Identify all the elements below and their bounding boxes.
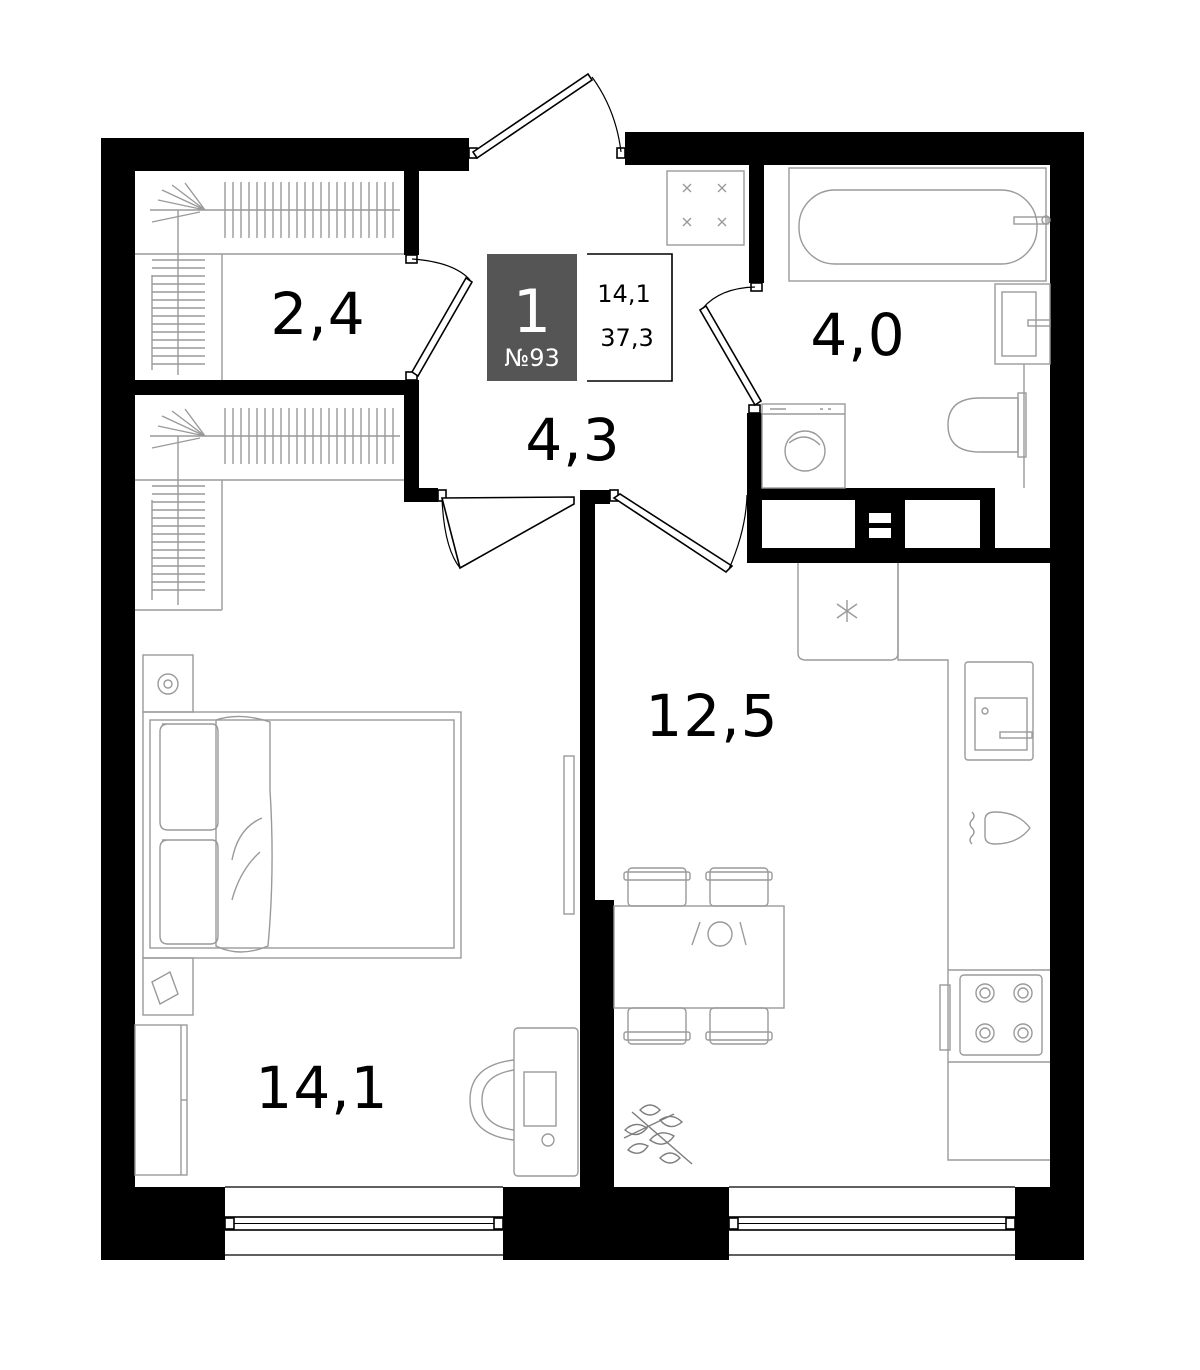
walls [101,132,1084,1260]
sink-bathroom [994,283,1051,365]
apartment-badge: 1 №93 14,1 37,3 [487,253,673,382]
entrance-door [468,72,626,160]
badge-area-frame [587,253,673,382]
area-label-kitchen: 12,5 [645,682,778,750]
toilet [947,392,1027,458]
bedroom-door [437,489,575,570]
wardrobe-sliding-panel [563,755,575,915]
dining-table [613,905,785,1009]
cooktop [959,974,1043,1056]
oven-cabinet [939,984,951,1051]
area-label-wardrobe: 2,4 [270,280,365,348]
badge-room-count: 1 [513,277,551,347]
washing-machine [761,403,846,489]
nightstand-bottom [142,957,194,1016]
area-label-bathroom: 4,0 [810,301,905,369]
utility-cabinet [666,170,745,246]
kettle [969,811,1031,845]
windows [224,1186,1016,1256]
badge-total-area: 37,3 [600,324,653,352]
wardrobe-door-top [405,254,474,381]
bathroom-door [698,282,763,414]
area-label-hall: 4,3 [525,406,620,474]
nightstand-top [142,654,194,713]
badge-living-area: 14,1 [597,280,650,308]
badge-apartment-number: №93 [504,344,560,372]
ventilation-shaft [764,503,978,545]
kitchen-sink [964,661,1034,761]
fridge [797,563,899,661]
wardrobe-shelving-bedroom [135,408,404,611]
desk [469,1027,579,1177]
badge-background [487,254,577,381]
wardrobe-hangers-bedroom [152,408,394,591]
area-label-bedroom: 14,1 [255,1054,388,1122]
dining-chairs [623,867,773,1045]
dresser [134,1024,188,1176]
wardrobe-hangers-top [152,182,394,365]
bathtub [788,167,1051,282]
kitchen-counter [897,563,1050,1161]
potted-plant [623,1104,693,1165]
bed [142,711,462,959]
kitchen-door [609,489,748,574]
